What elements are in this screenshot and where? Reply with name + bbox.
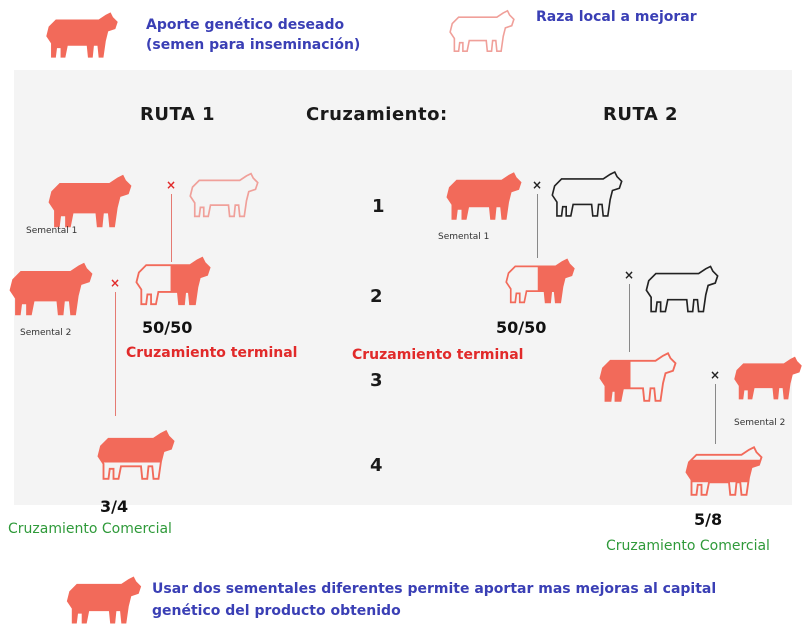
route2-connector-1 [537, 194, 538, 258]
route2-connector-2 [629, 284, 630, 352]
legend-desired-line2: (semen para inseminación) [146, 37, 361, 53]
route2-fraction-final: 5/8 [694, 510, 723, 529]
route2-local-cow-icon [645, 265, 719, 313]
pink-outline-cow-icon [449, 10, 515, 52]
footer-line1: Usar dos sementales diferentes permite a… [152, 581, 717, 597]
footer-red-cow-icon [66, 576, 142, 624]
diagram-panel [14, 70, 792, 505]
route1-sire2-cow-icon [9, 262, 93, 316]
route1-connector-2 [115, 292, 116, 416]
route2-sire1-label: Semental 1 [438, 232, 490, 242]
route2-header: RUTA 2 [603, 104, 679, 125]
route2-terminal-label: Cruzamiento terminal [352, 347, 524, 363]
route1-sire2-label: Semental 2 [20, 328, 72, 338]
route2-sire2-cow-icon [734, 356, 802, 400]
step-number-2: 2 [370, 286, 383, 307]
footer-text: Usar dos sementales diferentes permite a… [152, 578, 716, 622]
legend-desired-line1: Aporte genético deseado [146, 17, 345, 33]
route2-connector-3 [715, 384, 716, 444]
route2-final-cow-icon [685, 446, 763, 496]
route2-cross-mark-2: × [624, 268, 635, 282]
footer-line2: genético del producto obtenido [152, 603, 401, 619]
route2-cross-mark-3: × [710, 368, 721, 382]
route1-fraction-final: 3/4 [100, 497, 129, 516]
legend-desired-text: Aporte genético deseado (semen para inse… [146, 15, 360, 55]
route1-header: RUTA 1 [140, 104, 216, 125]
route1-cross-mark-2: × [110, 276, 121, 290]
route2-commercial-label: Cruzamiento Comercial [606, 538, 770, 554]
step-number-1: 1 [372, 196, 385, 217]
black-outline-cow-icon [551, 171, 623, 217]
route1-terminal-label: Cruzamiento terminal [126, 345, 298, 361]
route1-sire1-label: Semental 1 [26, 226, 78, 236]
red-cow-icon [46, 12, 118, 58]
route1-commercial-label: Cruzamiento Comercial [8, 521, 172, 537]
step-number-3: 3 [370, 370, 383, 391]
route2-sire1-cow-icon [446, 172, 522, 220]
route1-local-cow-icon [189, 172, 259, 218]
route1-final-cow-icon [97, 430, 175, 480]
route1-connector-1 [171, 194, 172, 262]
half-red-cow-icon [135, 256, 211, 306]
route1-fraction-f1: 50/50 [142, 318, 193, 337]
route2-fraction-f1: 50/50 [496, 318, 547, 337]
route2-half-red-cow-icon [505, 258, 575, 304]
route2-three-quarter-cow-icon [599, 352, 677, 402]
route1-cross-mark-1: × [166, 178, 177, 192]
legend-local-text: Raza local a mejorar [536, 9, 697, 25]
crossing-header: Cruzamiento: [306, 104, 448, 125]
route2-cross-mark-1: × [532, 178, 543, 192]
route1-sire1-cow-icon [48, 174, 132, 228]
route2-sire2-label: Semental 2 [734, 418, 786, 428]
step-number-4: 4 [370, 455, 383, 476]
